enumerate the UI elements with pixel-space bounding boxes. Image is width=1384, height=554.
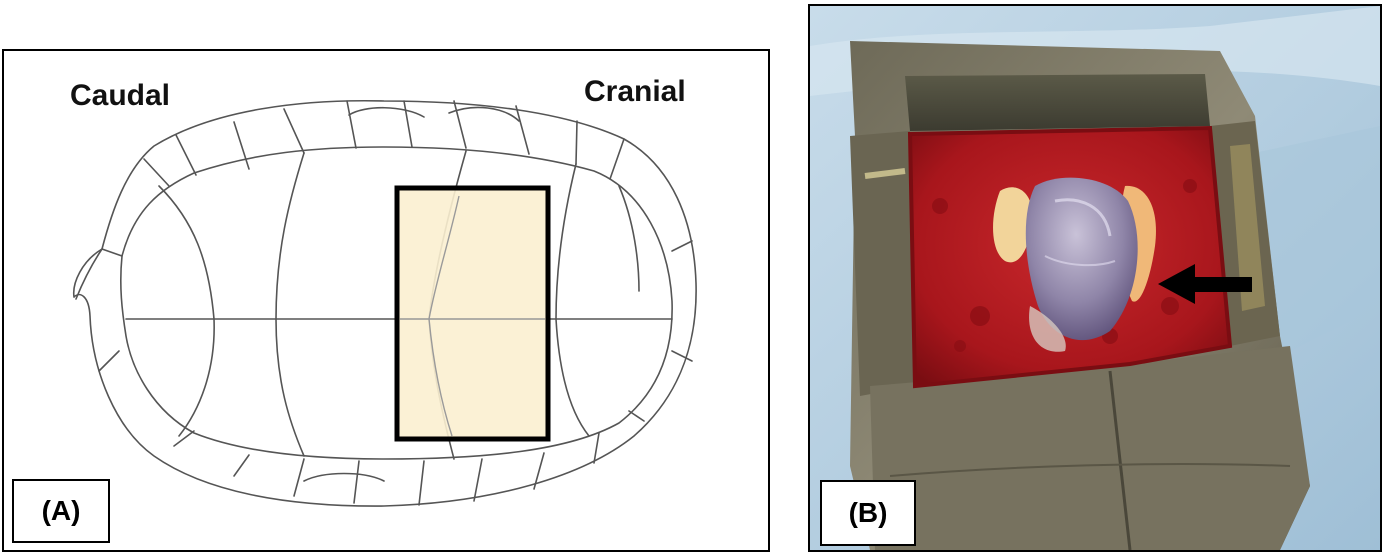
shell-plate-top (905, 74, 1210, 131)
surgical-plastron-window-photo (810, 6, 1380, 550)
panel-b: (B) (808, 4, 1382, 552)
shell-inner-outline (120, 146, 673, 460)
panel-b-tag: (B) (820, 480, 916, 546)
shell-outer-outline (73, 99, 697, 507)
caudal-label: Caudal (70, 79, 171, 112)
cranial-label: Cranial (584, 75, 686, 108)
turtle-plastron-drawing (73, 99, 697, 507)
arrow-pointing-left (1158, 264, 1252, 304)
panel-a: Caudal Cranial (2, 49, 770, 552)
exposed-organ (1025, 177, 1138, 341)
surgical-window-highlight (394, 185, 551, 442)
panel-a-tag: (A) (12, 479, 110, 543)
